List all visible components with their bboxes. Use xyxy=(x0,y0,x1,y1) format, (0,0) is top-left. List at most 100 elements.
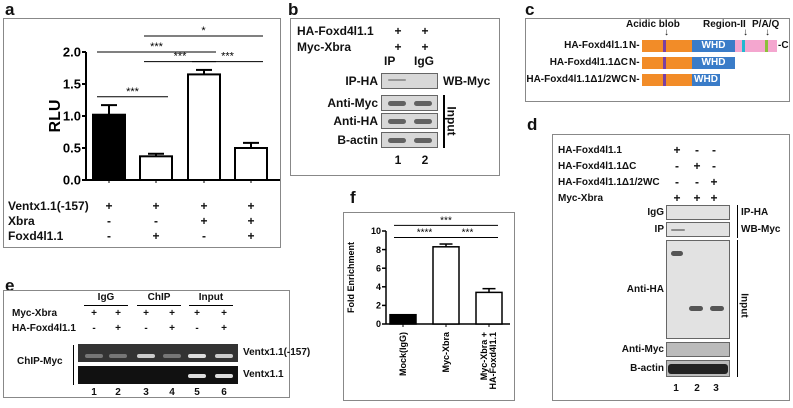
significance-label: **** xyxy=(417,228,433,239)
domain-marker-label: Region-II xyxy=(703,19,746,30)
whd-domain: WHD xyxy=(692,57,735,69)
significance-label: *** xyxy=(221,51,235,63)
blot-strip xyxy=(666,342,730,357)
panel-label-f: f xyxy=(350,188,356,207)
condition-sign: + xyxy=(421,40,429,54)
lane-number: 1 xyxy=(394,153,402,167)
blot-strip xyxy=(381,113,438,129)
blot-label: Anti-Myc xyxy=(327,96,378,110)
condition-sign: - xyxy=(695,175,699,189)
y-tick-label: 2.0 xyxy=(63,45,81,60)
condition-label: HA-Foxd4l1.1ΔC xyxy=(558,161,637,172)
condition-sign: + xyxy=(152,229,160,243)
bar xyxy=(187,73,221,181)
condition-label: HA-Foxd4l1.1 xyxy=(297,24,374,38)
down-arrow-icon: ↓ xyxy=(743,27,748,38)
condition-sign: + xyxy=(710,191,718,205)
blot-label: B-actin xyxy=(630,362,664,374)
n-terminus-label: N- xyxy=(629,40,640,51)
blot-band xyxy=(414,119,432,124)
y-tick-label: 10 xyxy=(371,226,381,236)
group-header: ChIP xyxy=(147,292,171,303)
condition-sign: - xyxy=(195,323,199,334)
blot-strip xyxy=(666,222,730,237)
blot-label: Anti-Myc xyxy=(621,343,664,355)
lane-number: 4 xyxy=(169,387,175,398)
blot-band xyxy=(388,101,406,106)
wb-myc-label: WB-Myc xyxy=(741,224,781,235)
blot-label: Anti-HA xyxy=(333,114,378,128)
condition-sign: + xyxy=(200,214,208,228)
condition-sign: + xyxy=(143,308,149,319)
blot-strip xyxy=(666,240,730,339)
x-tick-label: Myc-Xbra +HA-Foxd4l1.1 xyxy=(479,332,498,390)
lane-number: 5 xyxy=(194,387,200,398)
condition-sign: - xyxy=(154,214,158,228)
panel-a-frame xyxy=(3,18,281,248)
ip-bracket-line xyxy=(737,205,738,238)
gel-band xyxy=(188,374,206,378)
condition-sign: + xyxy=(194,308,200,319)
chip-myc-label: ChIP-Myc xyxy=(17,356,63,367)
whd-domain: WHD xyxy=(692,40,735,52)
condition-sign: + xyxy=(693,159,701,173)
bar xyxy=(92,113,126,181)
acidic-region xyxy=(642,74,692,86)
condition-label: Myc-Xbra xyxy=(558,193,604,204)
blot-band xyxy=(388,138,406,143)
input-label: Input xyxy=(444,106,459,136)
condition-label: Myc-Xbra xyxy=(12,308,58,319)
lane-number: 1 xyxy=(91,387,97,398)
group-header: Input xyxy=(198,292,224,303)
acidic-blob xyxy=(663,57,666,69)
blot-label: IP xyxy=(654,223,664,235)
acidic-blob xyxy=(663,74,666,86)
chip-bracket-line xyxy=(73,345,74,385)
condition-sign: + xyxy=(91,308,97,319)
gel-strip xyxy=(78,344,238,362)
y-tick-label: 2 xyxy=(376,301,381,311)
blot-band xyxy=(388,79,406,81)
significance-label: *** xyxy=(462,228,474,239)
panel-b-frame xyxy=(290,18,500,176)
lane-number: 2 xyxy=(115,387,121,398)
condition-sign: + xyxy=(105,199,113,213)
panel-label-b: b xyxy=(288,0,299,19)
bar xyxy=(139,155,173,182)
acidic-region xyxy=(642,57,692,69)
x-tick-label: Myc-Xbra xyxy=(441,331,451,373)
x-tick-label: Mock(IgG) xyxy=(398,332,408,376)
bar xyxy=(432,246,460,325)
construct-label: HA-Foxd4l1.1Δ1/2WC xyxy=(526,74,628,85)
gel-band xyxy=(188,354,206,358)
gel-band xyxy=(163,354,181,358)
y-tick-label: 4 xyxy=(376,282,381,292)
condition-label: HA-Foxd4l1.1Δ1/2WC xyxy=(558,177,660,188)
blot-strip xyxy=(666,205,730,220)
acidic-blob xyxy=(663,40,666,52)
condition-sign: + xyxy=(221,323,227,334)
c-terminus-label: -C xyxy=(778,40,789,51)
condition-sign: + xyxy=(394,24,402,38)
panel-label-d: d xyxy=(527,115,538,134)
gel-band xyxy=(137,354,155,358)
lane-number: 3 xyxy=(713,383,719,394)
condition-sign: - xyxy=(675,159,679,173)
panel-label-a: a xyxy=(5,0,15,19)
input-bracket-line xyxy=(737,240,738,377)
significance-label: *** xyxy=(126,86,140,98)
significance-label: *** xyxy=(150,41,164,53)
input-label: Input xyxy=(738,293,750,318)
condition-sign: - xyxy=(202,229,206,243)
gel-label: Ventx1.1(-157) xyxy=(243,347,311,358)
acidic-region xyxy=(642,40,692,52)
condition-sign: + xyxy=(247,229,255,243)
gel-label: Ventx1.1 xyxy=(243,369,284,380)
condition-label: Foxd4l1.1 xyxy=(8,229,64,243)
condition-label: HA-Foxd4l1.1 xyxy=(558,145,622,156)
condition-sign: + xyxy=(673,191,681,205)
gel-strip xyxy=(78,366,238,384)
blot-band xyxy=(414,138,432,143)
condition-sign: - xyxy=(107,214,111,228)
panel-c-frame xyxy=(525,18,790,102)
